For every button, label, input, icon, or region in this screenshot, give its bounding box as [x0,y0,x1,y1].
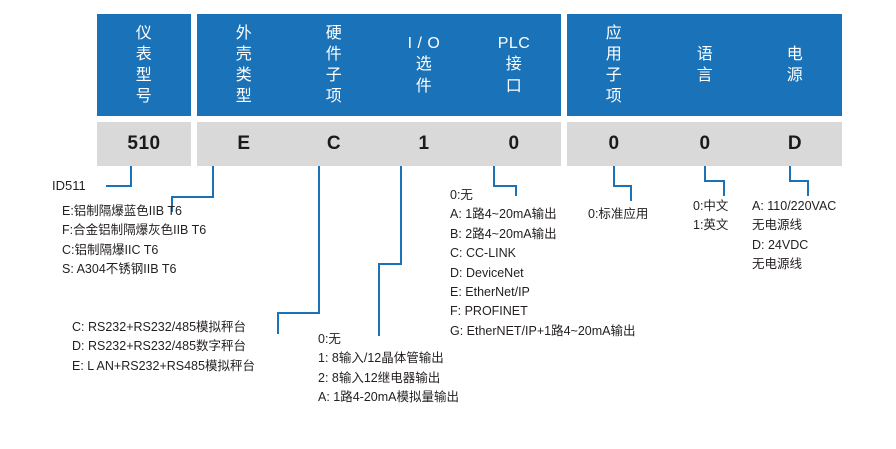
segment-housing: 外 壳 类 型 E [197,14,291,166]
segment-power: 电 源 D [748,14,842,166]
segment-plc: PLC 接 口 0 [467,14,561,166]
note-housing: E:铝制隔爆蓝色IIB T6 F:合金铝制隔爆灰色IIB T6 C:铝制隔爆II… [62,204,207,277]
connector-power [789,164,809,196]
segment-language-value: 0 [658,122,752,166]
note-plc: 0:无 A: 1路4~20mA输出 B: 2路4~20mA输出 C: CC-LI… [450,188,636,338]
segment-hardware-value: C [287,122,381,166]
segment-power-value: D [748,122,842,166]
segment-io-value: 1 [377,122,471,166]
segment-plc-value: 0 [467,122,561,166]
connector-language [704,164,725,196]
note-application: 0:标准应用 [588,207,649,221]
segment-housing-value: E [197,122,291,166]
segment-language-header: 语 言 [658,14,752,116]
segment-io: I / O 选 件 1 [377,14,471,166]
segment-housing-header: 外 壳 类 型 [197,14,291,116]
segment-application-value: 0 [567,122,661,166]
segment-hardware: 硬 件 子 项 C [287,14,381,166]
segment-model-header: 仪 表 型 号 [97,14,191,116]
segment-application: 应 用 子 项 0 [567,14,661,166]
segment-plc-header: PLC 接 口 [467,14,561,116]
note-power: A: 110/220VAC 无电源线 D: 24VDC 无电源线 [752,199,837,272]
note-hardware: C: RS232+RS232/485模拟秤台 D: RS232+RS232/48… [72,320,255,373]
connector-model [106,164,132,187]
connector-io [378,164,402,336]
note-model: ID511 [52,178,86,193]
segment-power-header: 电 源 [748,14,842,116]
segment-application-header: 应 用 子 项 [567,14,661,116]
segment-io-header: I / O 选 件 [377,14,471,116]
segment-language: 语 言 0 [658,14,752,166]
segment-model-value: 510 [97,122,191,166]
segment-model: 仪 表 型 号 510 [97,14,191,166]
note-language: 0:中文 1:英文 [693,199,729,233]
segment-hardware-header: 硬 件 子 项 [287,14,381,116]
note-io: 0:无 1: 8输入/12晶体管输出 2: 8输入12继电器输出 A: 1路4-… [318,332,460,405]
connector-hardware [277,164,320,334]
